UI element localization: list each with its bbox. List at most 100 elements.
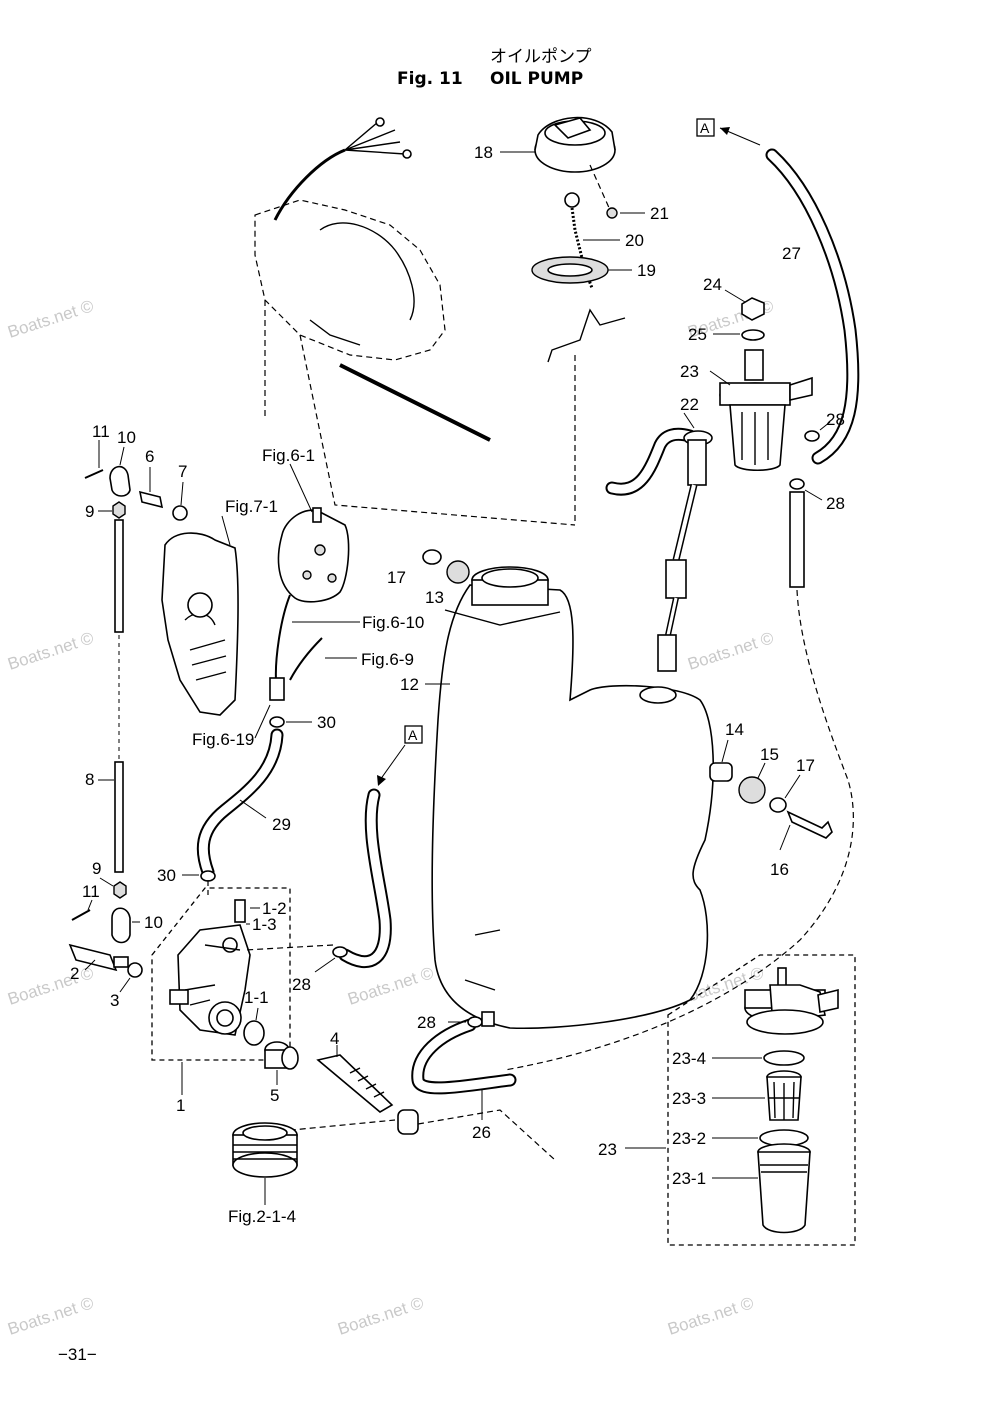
callout-23-3: 23-3 bbox=[672, 1089, 706, 1108]
engine-block-outline bbox=[254, 199, 576, 526]
washer-3 bbox=[127, 962, 143, 978]
leader-28-upper bbox=[819, 421, 831, 431]
callout-16: 16 bbox=[770, 860, 789, 879]
grommet-13 bbox=[446, 560, 470, 584]
callout-30-upper: 30 bbox=[317, 713, 336, 732]
callout-3: 3 bbox=[110, 991, 119, 1010]
callout-12: 12 bbox=[400, 675, 419, 694]
filter-cup-23-1 bbox=[757, 1143, 811, 1234]
leader-28-left bbox=[314, 957, 336, 973]
filter-outlet-hose bbox=[789, 491, 805, 588]
wiring-harness bbox=[273, 117, 412, 221]
link-rod-8-lower bbox=[114, 761, 124, 873]
ref-fig2-1-4: Fig.2-1-4 bbox=[228, 1207, 296, 1226]
callout-4: 4 bbox=[330, 1029, 339, 1048]
filter-washer bbox=[741, 329, 765, 341]
linkage-clip-11-upper bbox=[84, 469, 104, 479]
callout-9-upper: 9 bbox=[85, 502, 94, 521]
callout-24: 24 bbox=[703, 275, 722, 294]
filter-nut bbox=[741, 297, 765, 321]
callout-11-lower: 11 bbox=[82, 882, 100, 901]
washer-7 bbox=[172, 505, 188, 521]
hose-clip-28-left bbox=[332, 946, 348, 958]
bolt-16 bbox=[786, 810, 833, 839]
cap-screw bbox=[606, 207, 618, 219]
pump-linkage-lever-2 bbox=[68, 943, 118, 972]
lever-stud bbox=[113, 956, 129, 968]
fuel-line-6-9 bbox=[289, 637, 323, 681]
ref-box-top: A bbox=[696, 118, 715, 137]
arrow-a-middle bbox=[379, 744, 406, 781]
watermark-4: Boats.net © bbox=[685, 628, 776, 674]
leader-10-upper bbox=[119, 446, 125, 466]
leader-29 bbox=[239, 799, 267, 819]
fuel-line-6-10 bbox=[274, 594, 291, 681]
link-rod-8-upper bbox=[114, 519, 124, 633]
watermark-8: Boats.net © bbox=[5, 1293, 96, 1339]
callout-7: 7 bbox=[178, 462, 187, 481]
oil-filter-assembly bbox=[719, 349, 813, 472]
o-ring-1-1 bbox=[243, 1020, 265, 1046]
leader-cap-screw bbox=[589, 164, 611, 211]
leader-3 bbox=[119, 977, 131, 993]
ref-box-middle-label: A bbox=[408, 727, 418, 743]
leader-7 bbox=[180, 481, 184, 506]
leader-14 bbox=[721, 739, 729, 763]
callout-25: 25 bbox=[688, 325, 707, 344]
hose-clip-28-lower bbox=[467, 1016, 483, 1028]
leader-fig6-19 bbox=[254, 704, 271, 739]
callout-17-lower: 17 bbox=[796, 756, 815, 775]
hose-clip-28-right bbox=[789, 478, 805, 490]
nut-9-upper bbox=[112, 501, 126, 519]
callout-1-2: 1-2 bbox=[262, 899, 287, 918]
callout-8: 8 bbox=[85, 770, 94, 789]
coupling-5 bbox=[264, 1041, 299, 1070]
leader-1-1 bbox=[255, 1007, 259, 1021]
nut-9-lower bbox=[113, 881, 127, 899]
callout-18: 18 bbox=[474, 143, 493, 162]
drive-shaft-4 bbox=[316, 1054, 394, 1113]
hose-clip-30-upper bbox=[269, 716, 285, 728]
watermark-1: Boats.net © bbox=[5, 296, 96, 342]
ref-box-top-label: A bbox=[700, 120, 710, 136]
watermark-10: Boats.net © bbox=[665, 1293, 756, 1339]
ball-joint-10-lower bbox=[111, 907, 131, 944]
filter-kit-box bbox=[667, 954, 856, 1246]
hose-clip-28-upper bbox=[804, 430, 820, 442]
ref-fig6-9: Fig.6-9 bbox=[361, 650, 414, 669]
tank-outlet-fitting bbox=[481, 1011, 495, 1027]
watermark-3: Boats.net © bbox=[5, 628, 96, 674]
leader-fig6-1 bbox=[289, 463, 313, 513]
arrow-a-top-head bbox=[720, 127, 730, 135]
callout-9-lower: 9 bbox=[92, 859, 101, 878]
callout-28-lower: 28 bbox=[417, 1013, 436, 1032]
filter-o-ring-23-4 bbox=[763, 1050, 805, 1066]
bracket-reference bbox=[161, 532, 239, 716]
callout-19: 19 bbox=[637, 261, 656, 280]
leader-24 bbox=[724, 289, 746, 303]
callout-23-1: 23-1 bbox=[672, 1169, 706, 1188]
leader-23-upper bbox=[709, 370, 731, 386]
watermark-5: Boats.net © bbox=[5, 963, 96, 1009]
fuel-pump-reference bbox=[277, 507, 350, 603]
ref-fig6-10: Fig.6-10 bbox=[362, 613, 424, 632]
leader-11-lower bbox=[87, 899, 93, 911]
ball-stud-6 bbox=[138, 490, 164, 509]
hose-clip-30-lower bbox=[200, 870, 216, 882]
leader-9-lower bbox=[99, 877, 114, 887]
washer-17-upper bbox=[422, 549, 442, 565]
oil-tank-cap bbox=[534, 116, 616, 173]
oil-pump-kit-box bbox=[151, 887, 291, 1061]
callout-1: 1 bbox=[176, 1096, 185, 1115]
arrow-a-middle-head bbox=[377, 775, 386, 786]
callout-14: 14 bbox=[725, 720, 744, 739]
leader-16 bbox=[779, 824, 791, 851]
callout-22: 22 bbox=[680, 395, 699, 414]
fuel-tee-6-19 bbox=[269, 677, 285, 701]
callout-10-upper: 10 bbox=[117, 428, 136, 447]
leader-22 bbox=[683, 412, 695, 429]
leader-fig7-1 bbox=[221, 515, 231, 546]
callout-5: 5 bbox=[270, 1086, 279, 1105]
oil-tank bbox=[431, 566, 714, 1030]
